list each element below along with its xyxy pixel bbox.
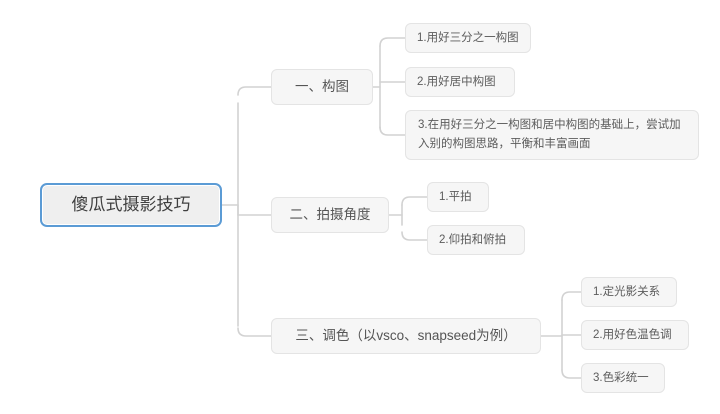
- mindmap-leaf-node[interactable]: 2.仰拍和俯拍: [427, 225, 525, 255]
- connector-branch1-child-1: [379, 37, 406, 47]
- mindmap-leaf-node[interactable]: 2.用好色温色调: [581, 320, 689, 350]
- mindmap-leaf-node[interactable]: 2.用好居中构图: [405, 67, 515, 97]
- mindmap-leaf-node[interactable]: 1.平拍: [427, 182, 489, 212]
- mindmap-root-node[interactable]: 傻瓜式摄影技巧: [40, 183, 222, 227]
- mindmap-leaf-node[interactable]: 1.定光影关系: [581, 277, 677, 307]
- mindmap-leaf-node[interactable]: 3.在用好三分之一构图和居中构图的基础上，尝试加入别的构图思路，平衡和丰富画面: [405, 110, 699, 160]
- connector-branch3-child-1: [561, 291, 582, 301]
- connector-trunk-branch-1: [237, 86, 272, 96]
- mindmap-branch-node-color-grading[interactable]: 三、调色（以vsco、snapseed为例）: [271, 318, 541, 354]
- connector-branch2-child-1: [401, 196, 428, 206]
- mindmap-leaf-node[interactable]: 1.用好三分之一构图: [405, 23, 531, 53]
- connector-branch2-child-2: [401, 231, 428, 241]
- mindmap-branch-node-composition[interactable]: 一、构图: [271, 69, 373, 105]
- connector-branch1-child-3: [379, 126, 406, 136]
- connector-trunk-branch-3: [237, 327, 272, 337]
- connector-branch3-child-3: [561, 369, 582, 379]
- mindmap-branch-node-shooting-angle[interactable]: 二、拍摄角度: [271, 197, 389, 233]
- mindmap-leaf-node[interactable]: 3.色彩统一: [581, 363, 665, 393]
